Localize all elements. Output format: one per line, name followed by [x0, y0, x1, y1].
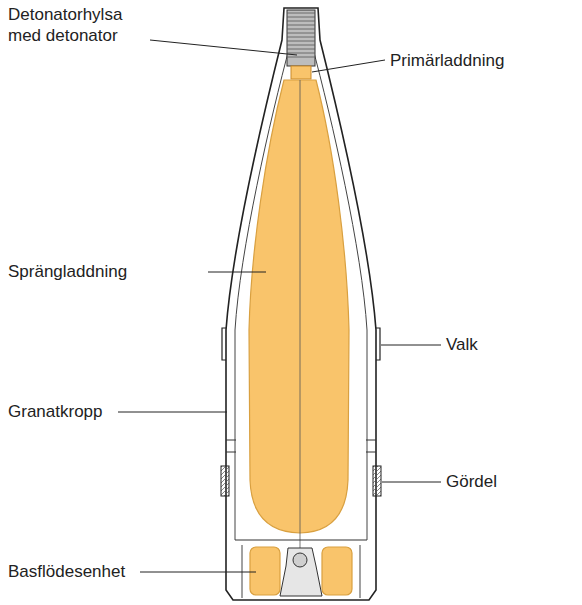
thread-line — [287, 45, 315, 46]
thread-line — [287, 21, 315, 22]
primary-charge — [291, 66, 311, 79]
thread-line — [287, 13, 315, 14]
shell-body — [226, 8, 376, 600]
thread-line — [287, 17, 315, 18]
thread-line — [287, 29, 315, 30]
thread-line — [287, 25, 315, 26]
leader-line — [382, 482, 441, 483]
part-label: Granatkropp — [8, 401, 116, 422]
part-label: Basflödesenhet — [8, 561, 138, 582]
thread-line — [287, 41, 315, 42]
leader-line — [140, 572, 256, 573]
leader-line — [381, 345, 441, 346]
thread-line — [287, 53, 315, 54]
part-label: Valk — [446, 334, 566, 355]
base-plate — [235, 539, 367, 540]
explosive-charge — [249, 80, 349, 533]
base-flow-grain-left — [250, 547, 280, 595]
base-flow-nozzle — [280, 548, 322, 596]
bourrelet — [222, 328, 380, 360]
part-label: Detonatorhylsa med detonator — [8, 4, 146, 46]
part-label: Sprängladdning — [8, 261, 203, 282]
base-flow-grain-right — [322, 547, 352, 595]
thread-line — [287, 33, 315, 34]
thread-line — [287, 49, 315, 50]
shell-inner-wall — [235, 45, 367, 540]
base-wall — [242, 545, 360, 598]
detonator-sleeve — [287, 10, 315, 66]
thread-line — [287, 57, 315, 58]
part-label: Gördel — [446, 471, 566, 492]
thread-lines — [287, 13, 315, 57]
leader-line — [118, 412, 227, 413]
leader-line — [150, 40, 297, 55]
leader-lines — [118, 40, 441, 572]
driving-band-right — [373, 466, 381, 496]
leader-line — [208, 272, 266, 273]
part-label: Primärladdning — [390, 50, 570, 71]
thread-line — [287, 37, 315, 38]
driving-band-left — [221, 466, 229, 496]
band-grooves — [226, 440, 376, 452]
base-flow-igniter — [293, 553, 307, 567]
center-line — [300, 80, 301, 560]
leader-line — [312, 60, 385, 72]
